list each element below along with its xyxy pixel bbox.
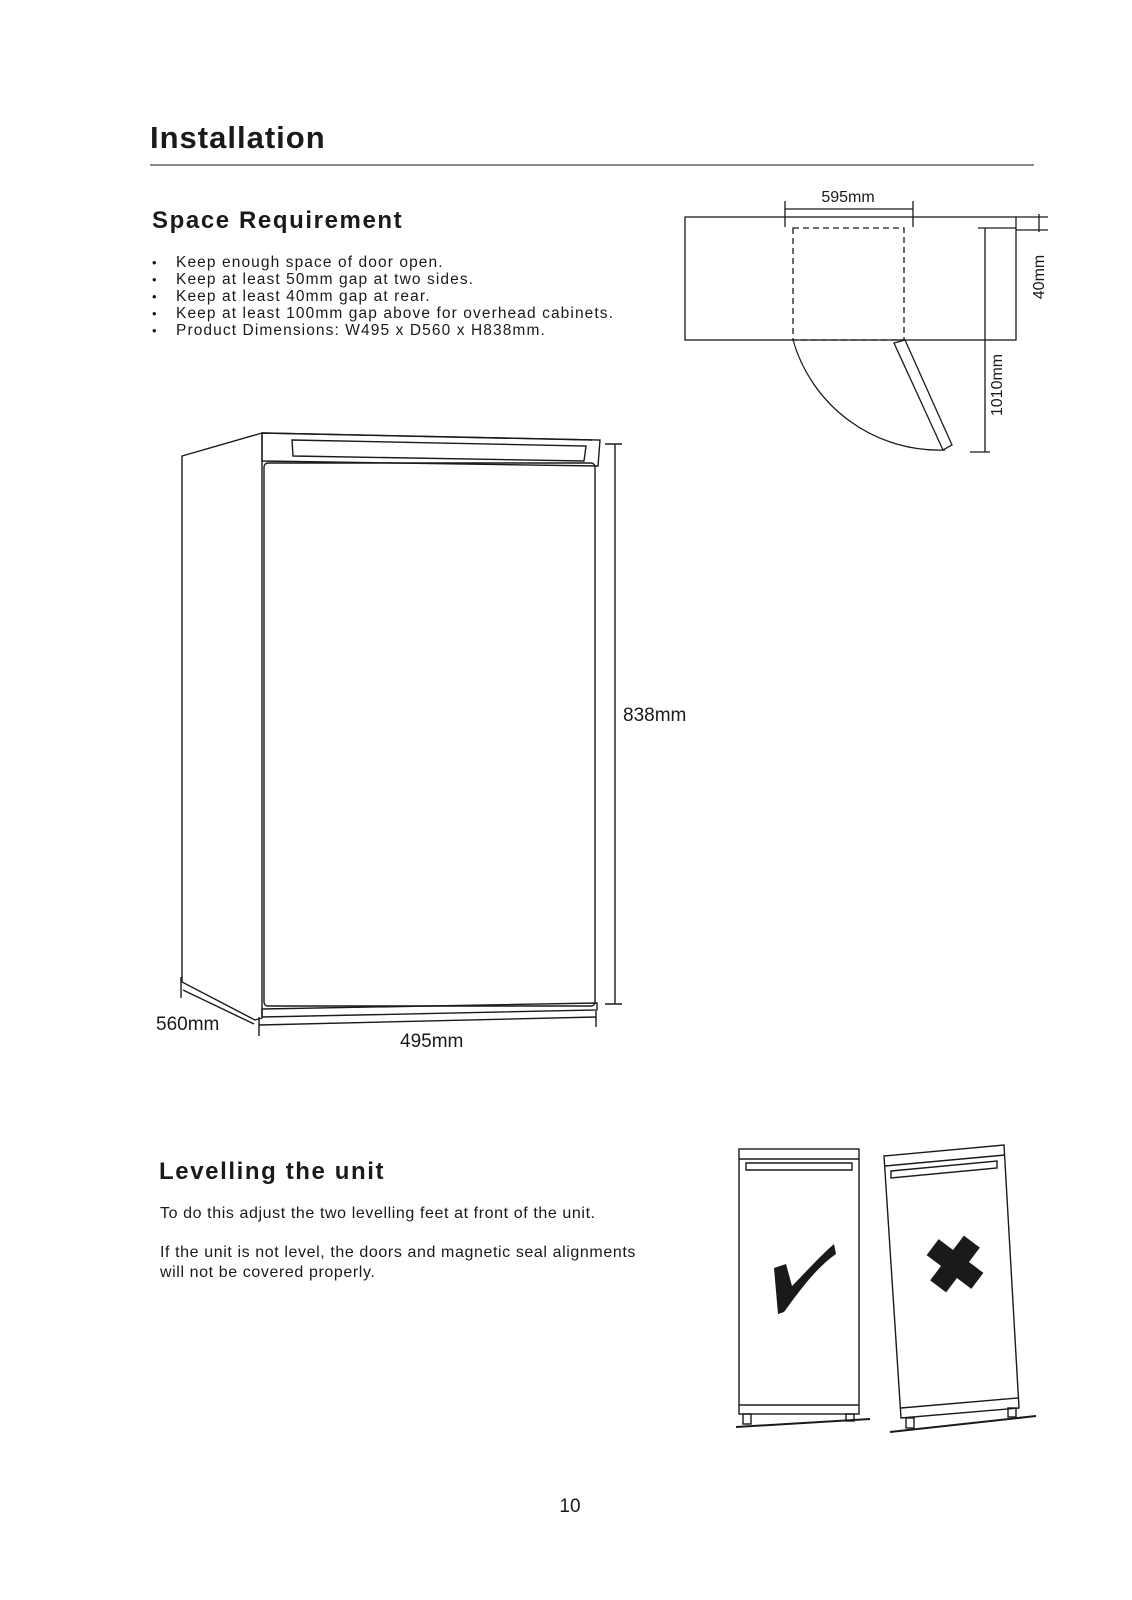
fridge-door (263, 462, 596, 1007)
door-swing-arc (792, 339, 946, 451)
door-handle-recess (291, 439, 587, 462)
title-divider (150, 164, 1034, 166)
width-dimension-line (258, 1016, 597, 1026)
list-item: Keep at least 100mm gap above for overhe… (152, 305, 614, 322)
fridge-base (261, 1002, 598, 1018)
depth-label: 560mm (156, 1014, 219, 1035)
top-view-clearance-diagram: 595mm 40mm 1010mm (684, 189, 1048, 453)
levelling-illustration (735, 1144, 1037, 1433)
cabinet-recess-outline (684, 216, 1017, 341)
top-width-label: 595mm (821, 189, 874, 206)
level-fridge (735, 1148, 871, 1428)
fridge-dimension-diagram: 838mm 560mm 495mm (156, 432, 686, 1052)
page-title: Installation (150, 120, 326, 155)
fridge-side-panel (181, 432, 263, 1021)
levelling-instruction: To do this adjust the two levelling feet… (160, 1205, 596, 1222)
space-requirement-heading: Space Requirement (152, 207, 404, 234)
door-handle-strip (261, 432, 601, 467)
tilted-fridge (883, 1144, 1037, 1433)
page-number: 10 (559, 1496, 581, 1517)
width-label: 495mm (400, 1031, 463, 1052)
height-label: 838mm (623, 705, 686, 726)
door-swing-label: 1010mm (989, 354, 1006, 416)
space-requirement-list: Keep enough space of door open. Keep at … (152, 254, 614, 339)
list-item: Product Dimensions: W495 x D560 x H838mm… (152, 322, 614, 339)
floor-line (735, 1418, 871, 1428)
floor-line (889, 1415, 1037, 1433)
appliance-footprint-dashed (792, 227, 905, 341)
levelling-heading: Levelling the unit (159, 1158, 386, 1185)
list-item: Keep at least 40mm gap at rear. (152, 288, 614, 305)
check-mark-icon (774, 1244, 836, 1314)
rear-gap-label: 40mm (1031, 255, 1048, 299)
cross-mark-icon (926, 1235, 984, 1293)
open-door-panel (893, 339, 953, 451)
list-item: Keep enough space of door open. (152, 254, 614, 271)
depth-dimension-line (182, 989, 255, 1025)
list-item: Keep at least 50mm gap at two sides. (152, 271, 614, 288)
levelling-warning: If the unit is not level, the doors and … (160, 1244, 636, 1281)
